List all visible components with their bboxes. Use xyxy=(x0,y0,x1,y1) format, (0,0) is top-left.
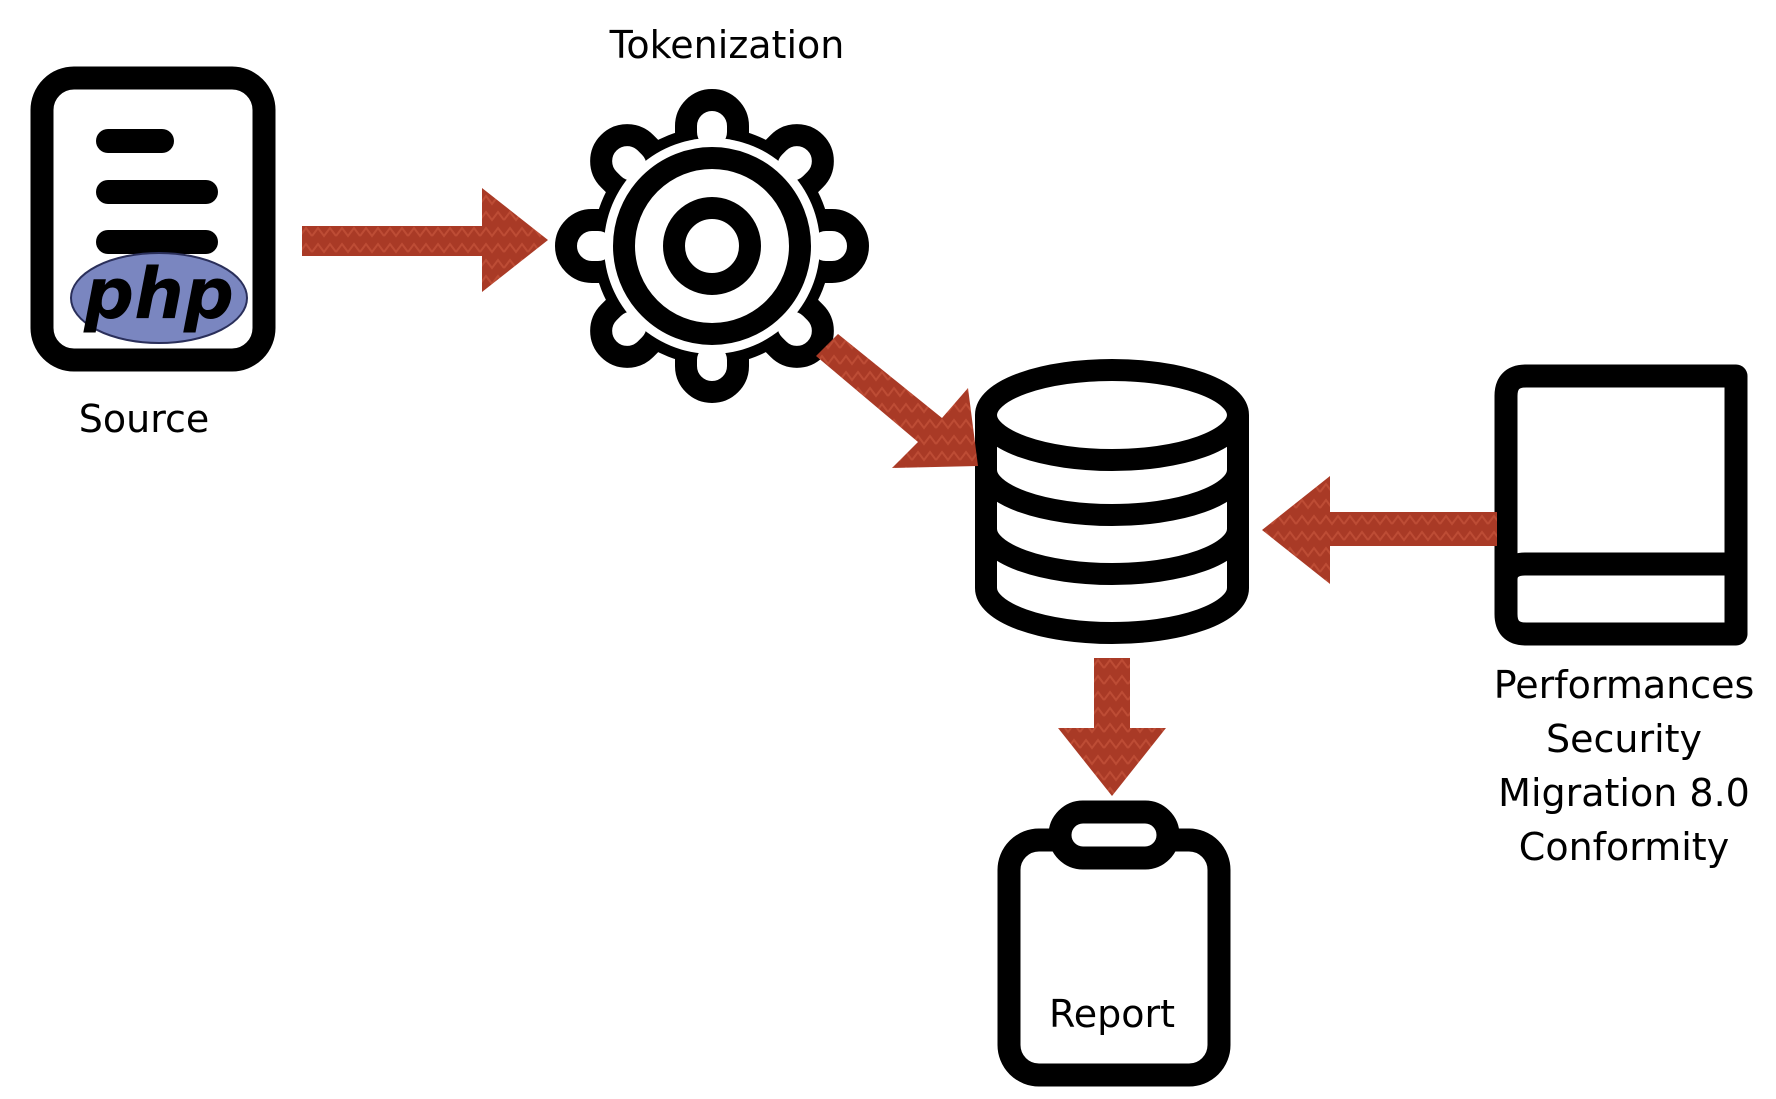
book-icon xyxy=(1494,364,1748,646)
database-icon xyxy=(975,359,1249,644)
rules-line-2: Security xyxy=(1546,717,1702,761)
php-logo: php xyxy=(70,252,248,344)
rules-line-1: Performances xyxy=(1494,663,1755,707)
report-node: Report xyxy=(997,800,1231,1087)
arrow-tokenization-to-database xyxy=(816,334,978,468)
source-label: Source xyxy=(79,397,210,441)
rules-line-3: Migration 8.0 xyxy=(1498,771,1750,815)
arrow-source-to-tokenization xyxy=(302,188,548,292)
report-label: Report xyxy=(1049,992,1175,1036)
source-node: php Source xyxy=(30,66,276,441)
arrow-rules-to-database xyxy=(1262,476,1497,584)
arrow-database-to-report xyxy=(1058,658,1166,796)
rules-line-4: Conformity xyxy=(1519,825,1729,869)
tokenization-node: Tokenization xyxy=(555,23,869,403)
php-file-icon: php xyxy=(30,66,276,372)
rules-node: Performances Security Migration 8.0 Conf… xyxy=(1494,364,1755,869)
php-logo-text: php xyxy=(83,253,234,335)
clipboard-icon xyxy=(997,800,1231,1087)
gear-icon xyxy=(555,89,869,403)
tokenization-label: Tokenization xyxy=(609,23,845,67)
